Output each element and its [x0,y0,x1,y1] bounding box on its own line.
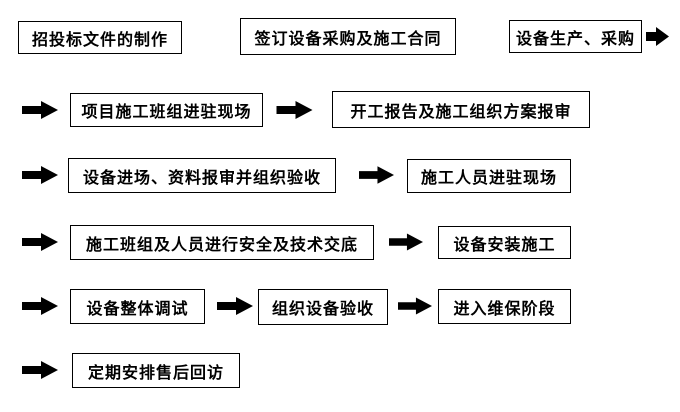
flow-node-bid-documents: 招投标文件的制作 [18,21,182,54]
flow-arrow-icon [398,297,432,315]
flow-node-sign-contract: 签订设备采购及施工合同 [240,18,456,55]
flow-node-equipment-acceptance: 组织设备验收 [258,289,388,325]
flow-node-after-sales-visits: 定期安排售后回访 [72,353,240,388]
flow-node-maintenance-phase: 进入维保阶段 [438,289,571,324]
flow-node-safety-technical-disclosure: 施工班组及人员进行安全及技术交底 [70,225,374,260]
flow-node-commencement-report: 开工报告及施工组织方案报审 [332,91,590,128]
flow-arrow-icon [646,27,669,46]
flow-node-equipment-entry-acceptance: 设备进场、资料报审并组织验收 [68,158,336,193]
flow-node-team-enter-site: 项目施工班组进驻现场 [70,93,263,127]
flow-arrow-icon [359,166,394,184]
flow-arrow-icon [22,297,58,315]
flow-arrow-icon [22,166,58,184]
flow-arrow-icon [22,361,58,379]
flow-arrow-icon [276,101,313,119]
flow-arrow-icon [217,297,253,315]
flow-node-equipment-production: 设备生产、采购 [509,20,642,53]
flow-node-equipment-installation: 设备安装施工 [438,226,571,259]
flow-node-personnel-enter-site: 施工人员进驻现场 [407,159,571,193]
flow-arrow-icon [22,101,58,119]
flow-node-overall-debugging: 设备整体调试 [70,289,205,324]
flow-arrow-icon [389,233,423,251]
flow-arrow-icon [22,233,58,251]
